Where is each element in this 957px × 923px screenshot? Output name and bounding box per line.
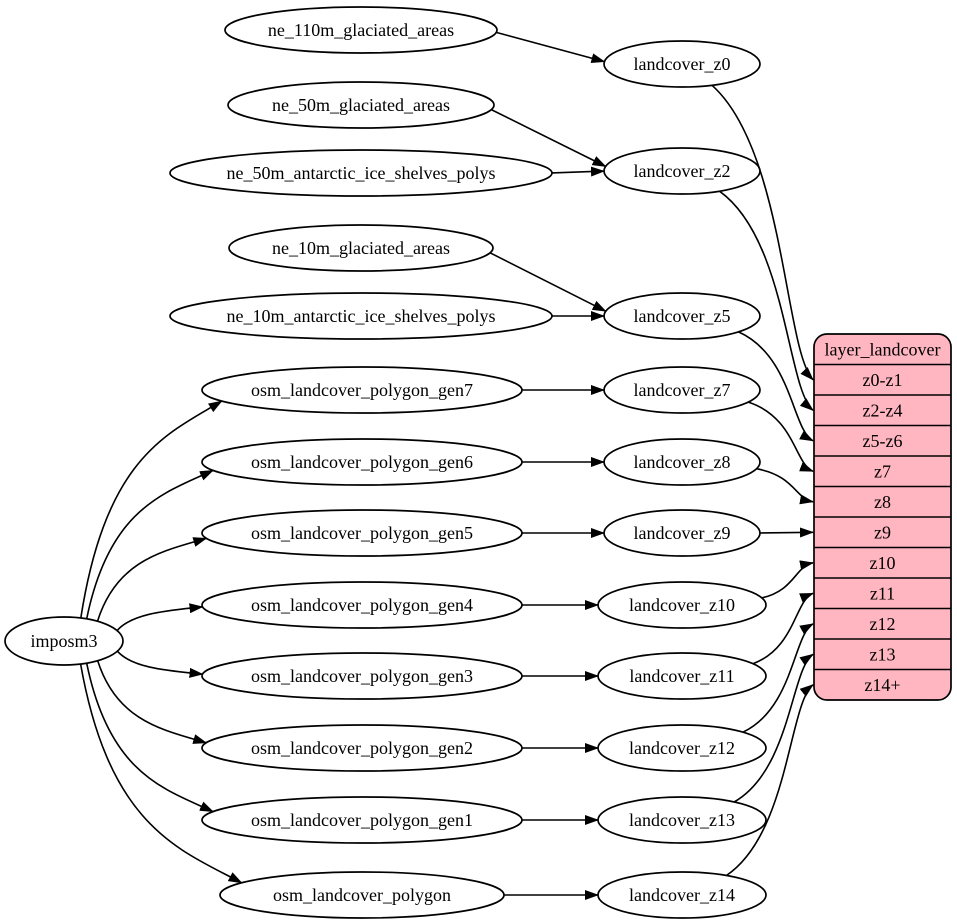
node-label: ne_50m_glaciated_areas (272, 95, 450, 115)
edge-ne_50m_antarctic_ice_shelves_polys-to-landcover_z2 (551, 166, 605, 177)
node-osm_landcover_polygon_gen5: osm_landcover_polygon_gen5 (201, 509, 523, 557)
record-row-label: z5-z6 (863, 431, 903, 451)
node-label: landcover_z11 (629, 666, 734, 686)
node-layer: imposm3 ne_110m_glaciated_areas ne_50m_gla… (4, 6, 952, 919)
node-landcover_z11: landcover_z11 (597, 652, 767, 700)
record-row-label: z2-z4 (863, 400, 903, 420)
node-osm_landcover_polygon_gen3: osm_landcover_polygon_gen3 (201, 652, 523, 700)
edge-imposm3-to-osm_landcover_polygon_gen2 (96, 660, 208, 744)
node-label: osm_landcover_polygon_gen4 (251, 595, 473, 615)
node-label: imposm3 (30, 631, 97, 651)
edge-imposm3-to-osm_landcover_polygon (79, 663, 243, 884)
edge-landcover_z2-to-layer_landcover-z2-z4 (719, 190, 814, 411)
node-ellipse (4, 616, 124, 666)
node-landcover_z10: landcover_z10 (597, 581, 767, 629)
node-label: osm_landcover_polygon_gen1 (251, 810, 473, 830)
record-row-label: z9 (874, 522, 891, 542)
edge-landcover_z8-to-layer_landcover-z8 (756, 467, 814, 505)
node-osm_landcover_polygon_gen2: osm_landcover_polygon_gen2 (201, 724, 523, 772)
node-label: ne_50m_antarctic_ice_shelves_polys (227, 163, 496, 183)
record-layer_landcover: layer_landcover z0-z1 z2-z4 z5-z6 z7 z8 z9 z10 z… (813, 333, 952, 701)
edge-ne_50m_glaciated_areas-to-landcover_z2 (490, 108, 607, 168)
node-ne_50m_glaciated_areas: ne_50m_glaciated_areas (227, 81, 495, 129)
record-row-label: z12 (870, 614, 896, 634)
edge-ne_110m_glaciated_areas-to-landcover_z0 (495, 31, 606, 64)
edge-imposm3-to-osm_landcover_polygon_gen1 (85, 663, 214, 813)
edge-landcover_z11-to-layer_landcover-z11 (752, 592, 814, 665)
edge-imposm3-to-osm_landcover_polygon_gen6 (85, 469, 214, 619)
edge-landcover_z5-to-layer_landcover-z5-z6 (738, 331, 814, 442)
edge-imposm3-to-osm_landcover_polygon_gen4 (116, 603, 204, 632)
node-ne_10m_glaciated_areas: ne_10m_glaciated_areas (228, 224, 494, 272)
node-label: landcover_z10 (629, 595, 735, 615)
record-row-label: z0-z1 (863, 370, 903, 390)
edge-landcover_z9-to-layer_landcover-z9 (759, 527, 814, 538)
record-row-label: z11 (870, 583, 895, 603)
edge-landcover_z14-to-layer_landcover-z14+ (725, 684, 814, 877)
edge-landcover_z7-to-layer_landcover-z7 (748, 401, 814, 473)
edge-landcover_z10-to-layer_landcover-z10 (761, 560, 814, 599)
node-ellipse (227, 81, 495, 129)
edge-landcover_z13-to-layer_landcover-z13 (733, 653, 814, 803)
node-osm_landcover_polygon_gen1: osm_landcover_polygon_gen1 (201, 796, 523, 844)
node-label: landcover_z7 (634, 380, 731, 400)
node-osm_landcover_polygon_gen7: osm_landcover_polygon_gen7 (201, 366, 523, 414)
node-label: landcover_z2 (634, 161, 731, 181)
node-label: ne_10m_antarctic_ice_shelves_polys (227, 306, 496, 326)
node-label: osm_landcover_polygon_gen3 (251, 666, 473, 686)
node-label: landcover_z14 (629, 885, 735, 905)
node-ne_50m_antarctic_ice_shelves_polys: ne_50m_antarctic_ice_shelves_polys (169, 149, 553, 197)
node-label: landcover_z12 (629, 738, 735, 758)
node-osm_landcover_polygon_gen6: osm_landcover_polygon_gen6 (201, 438, 523, 486)
node-label: osm_landcover_polygon (273, 885, 451, 905)
node-ellipse (224, 6, 498, 54)
node-landcover_z0: landcover_z0 (603, 40, 761, 88)
node-label: landcover_z0 (634, 54, 731, 74)
node-label: osm_landcover_polygon_gen7 (251, 380, 473, 400)
edge-ne_10m_glaciated_areas-to-landcover_z5 (489, 252, 607, 312)
record-title: layer_landcover (825, 339, 941, 359)
node-label: osm_landcover_polygon_gen2 (251, 738, 473, 758)
node-label: landcover_z5 (634, 306, 731, 326)
edge-imposm3-to-osm_landcover_polygon_gen3 (116, 650, 204, 678)
node-landcover_z2: landcover_z2 (603, 147, 761, 195)
node-ellipse (603, 40, 761, 88)
node-osm_landcover_polygon: osm_landcover_polygon (219, 871, 505, 919)
node-label: osm_landcover_polygon_gen6 (251, 452, 473, 472)
node-ellipse (228, 224, 494, 272)
edge-imposm3-to-osm_landcover_polygon_gen5 (96, 537, 208, 622)
record-row-label: z14+ (864, 675, 900, 695)
node-label: landcover_z8 (634, 452, 731, 472)
node-label: ne_10m_glaciated_areas (272, 238, 450, 258)
node-label: landcover_z9 (634, 523, 731, 543)
node-landcover_z5: landcover_z5 (603, 292, 761, 340)
node-landcover_z12: landcover_z12 (597, 724, 767, 772)
node-landcover_z7: landcover_z7 (603, 366, 761, 414)
record-row-label: z10 (870, 553, 896, 573)
edge-landcover_z0-to-layer_landcover-z0-z1 (711, 84, 814, 381)
record-row-label: z7 (874, 461, 891, 481)
edge-layer (79, 31, 814, 900)
node-label: ne_110m_glaciated_areas (268, 20, 454, 40)
node-landcover_z14: landcover_z14 (597, 871, 767, 919)
edge-imposm3-to-osm_landcover_polygon_gen7 (80, 400, 223, 619)
node-osm_landcover_polygon_gen4: osm_landcover_polygon_gen4 (201, 581, 523, 629)
edge-landcover_z12-to-layer_landcover-z12 (742, 623, 814, 733)
node-landcover_z13: landcover_z13 (597, 796, 767, 844)
node-ne_10m_antarctic_ice_shelves_polys: ne_10m_antarctic_ice_shelves_polys (169, 292, 553, 340)
node-label: landcover_z13 (629, 810, 735, 830)
node-ellipse (169, 149, 553, 197)
node-landcover_z8: landcover_z8 (603, 438, 761, 486)
record-row-label: z8 (874, 492, 891, 512)
node-ne_110m_glaciated_areas: ne_110m_glaciated_areas (224, 6, 498, 54)
node-imposm3: imposm3 (4, 616, 124, 666)
node-label: osm_landcover_polygon_gen5 (251, 523, 473, 543)
node-landcover_z9: landcover_z9 (603, 509, 761, 557)
record-row-label: z13 (870, 644, 896, 664)
